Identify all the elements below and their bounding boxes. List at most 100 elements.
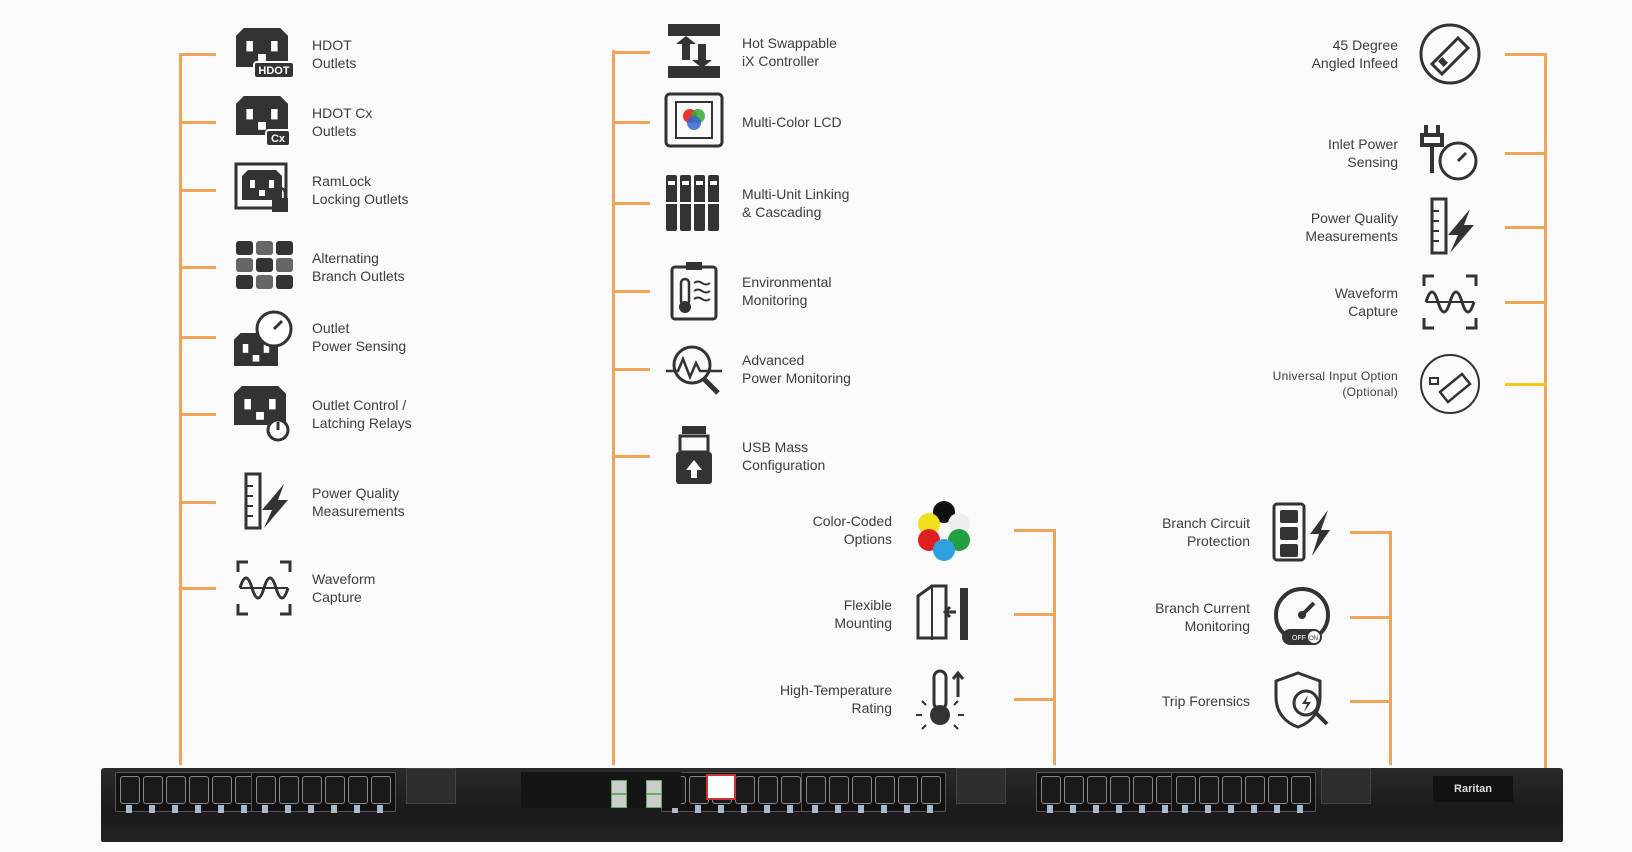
outlet: [735, 776, 755, 813]
feature-label-line: Power Monitoring: [742, 370, 851, 386]
universal-input-icon: [1420, 354, 1480, 414]
outlet: [189, 776, 209, 813]
feature-label-line: Multi-Color LCD: [742, 114, 842, 130]
feature-label-line: Outlet Control /: [312, 397, 407, 413]
feature-label-line: Outlets: [312, 55, 357, 71]
feature-label-line: Color-Coded: [812, 513, 892, 529]
branch-protection-icon: [1272, 502, 1330, 562]
feature-label: Trip Forensics: [1162, 692, 1250, 710]
feature-icon: [912, 582, 976, 646]
feature-label-line: Measurements: [312, 503, 405, 519]
network-port: [611, 794, 627, 808]
feature-label-line: (Optional): [1342, 385, 1398, 399]
outlet: [1176, 776, 1196, 813]
feature-icon: [1418, 22, 1482, 86]
outlet: [921, 776, 941, 813]
feature-icon: [662, 20, 726, 84]
feature-label-line: Monitoring: [742, 292, 808, 308]
feature-label-line: Power Quality: [1310, 210, 1398, 226]
feature-item: Outlet Control / Latching Relays: [232, 382, 412, 446]
feature-label-line: Universal Input Option: [1272, 369, 1398, 383]
feature-label-line: iX Controller: [742, 53, 820, 69]
power-quality-icon: [1430, 197, 1474, 255]
network-port: [646, 794, 662, 808]
right-connector-trunk: [1544, 54, 1547, 780]
alternating-outlets-icon: [236, 241, 293, 289]
feature-label-line: Environmental: [742, 274, 832, 290]
monitoring-magnifier-icon: [666, 345, 722, 395]
mounting-icon: [916, 584, 968, 640]
feature-label-line: Measurements: [1305, 228, 1398, 244]
outlet-bank: [251, 772, 396, 813]
circuit-breaker: [956, 768, 1006, 804]
shield-search-icon: [1274, 671, 1329, 729]
brand-logo: Raritan: [1433, 776, 1513, 802]
feature-label-line: Waveform: [1334, 285, 1398, 301]
linking-icon: [666, 175, 722, 231]
waveform-icon: [236, 560, 292, 616]
ramlock-icon: [234, 162, 288, 212]
feature-label-line: Latching Relays: [312, 415, 412, 431]
toggle-off: OFF: [1292, 635, 1306, 642]
right-connector-branch: [1505, 301, 1547, 304]
inlet-sensing-icon: [1420, 125, 1478, 181]
middle-connector-branch: [612, 290, 650, 293]
right-connector-branch: [1505, 53, 1547, 56]
outlet-bank: [1036, 772, 1181, 813]
network-port: [611, 780, 627, 794]
outlet-power-icon: [234, 386, 290, 442]
outlet: [1110, 776, 1130, 813]
feature-label-line: High-Temperature: [779, 682, 892, 698]
circuit-breaker: [406, 768, 456, 804]
outlet: [348, 776, 368, 813]
outlet-bank: [801, 772, 946, 813]
feature-icon: [232, 556, 296, 620]
hdot-outlet-icon: HDOT: [236, 28, 295, 79]
feature-label-line: HDOT Cx: [312, 105, 373, 121]
feature-label-line: Monitoring: [1184, 618, 1250, 634]
outlet: [852, 776, 872, 813]
outlet: [1199, 776, 1219, 813]
feature-icon: [662, 337, 726, 401]
outlet: [806, 776, 826, 813]
feature-icon: [912, 498, 976, 562]
outlet: [302, 776, 322, 813]
feature-label-line: 45 Degree: [1332, 37, 1398, 53]
feature-icon: Cx: [232, 90, 296, 154]
middle-connector-branch: [612, 202, 650, 205]
feature-label-line: Angled Infeed: [1311, 55, 1398, 71]
power-quality-icon: [244, 472, 288, 530]
feature-item: Multi-Color LCD: [662, 90, 842, 154]
feature-label-line: & Cascading: [742, 204, 822, 220]
thermometer-clipboard-icon: [670, 262, 718, 321]
feature-label-line: Protection: [1186, 533, 1250, 549]
left-connector-branch: [179, 587, 216, 590]
right_lower-connector-trunk: [1389, 532, 1392, 765]
waveform-icon: [1422, 274, 1478, 330]
feature-label: Universal Input Option (Optional): [1273, 368, 1398, 400]
feature-label-line: Branch Current: [1155, 600, 1250, 616]
lcd-icon: [664, 92, 724, 148]
right_lower-connector-branch: [1350, 531, 1392, 534]
middle-connector-branch: [612, 121, 650, 124]
